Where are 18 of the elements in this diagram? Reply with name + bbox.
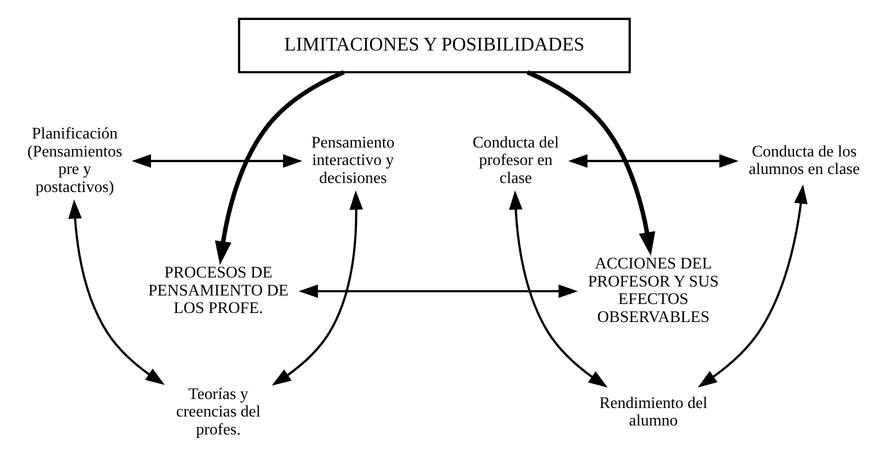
arrow [272, 190, 363, 386]
arrow [214, 70, 345, 265]
node-text: Teorías y creencias del profes. [176, 384, 261, 438]
node-box: LIMITACIONES Y POSIBILIDADES [238, 18, 631, 74]
arrow [298, 284, 578, 298]
node-text: Pensamiento interactivo y decisiones [311, 133, 395, 187]
node-text: Conducta de los alumnos en clase [748, 142, 860, 178]
node-text: Conducta del profesor en clase [472, 133, 559, 187]
node-text: PROCESOS DE PENSAMIENTO DE LOS PROFE. [148, 264, 288, 318]
arrow [526, 70, 656, 256]
node-text: Planificación (Pensamientos pre y postactivos) [27, 124, 122, 196]
arrow [132, 154, 302, 168]
node-text: ACCIONES DEL PROFESOR Y SUS EFECTOS OBSERVABLES [588, 254, 719, 326]
arrow [509, 190, 608, 388]
arrow [568, 154, 739, 168]
node-text: Rendimiento del alumno [599, 394, 708, 430]
arrow [698, 184, 808, 388]
arrow [68, 199, 165, 385]
